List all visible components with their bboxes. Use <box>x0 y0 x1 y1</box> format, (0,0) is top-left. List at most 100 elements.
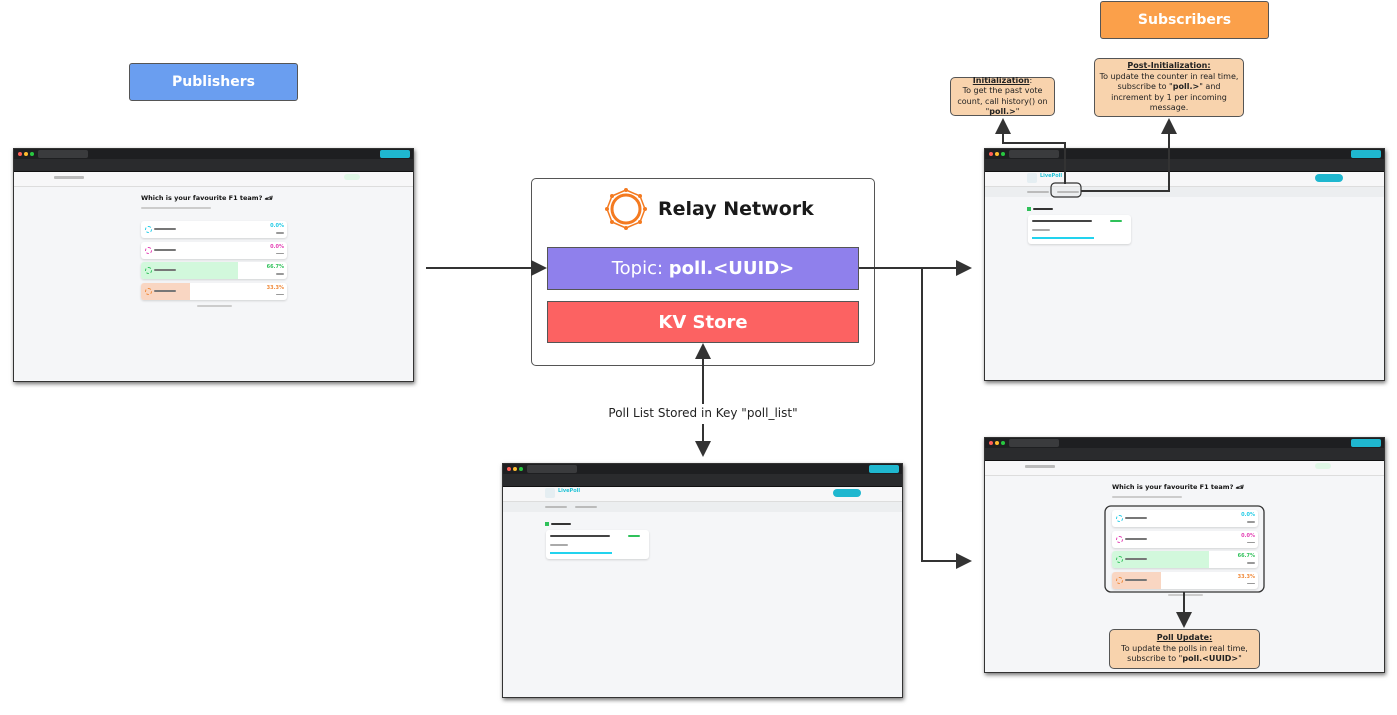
option-percent: 66.7% <box>1237 553 1255 559</box>
address-bar <box>503 474 902 487</box>
live-badge <box>1315 463 1331 469</box>
window-control-icon <box>507 467 511 471</box>
browser-tab <box>38 150 88 158</box>
option-percent: 0.0% <box>1241 532 1255 539</box>
window-control-icon <box>989 152 993 156</box>
window-control-icon <box>1001 441 1005 445</box>
back-link <box>54 176 84 179</box>
footer-text <box>197 305 232 307</box>
initialization-note: Initialization: To get the past vote cou… <box>950 75 1055 116</box>
option-radio-icon <box>1116 515 1123 522</box>
option-label <box>154 289 176 292</box>
poll-update-note: Poll Update: To update the polls in real… <box>1109 629 1260 669</box>
address-bar <box>985 448 1384 461</box>
note-text-end: " <box>1238 654 1242 664</box>
poll-card-title <box>1032 220 1092 222</box>
browser-tab <box>1009 439 1059 447</box>
option-radio-icon <box>145 267 152 274</box>
poll-meta <box>1112 496 1182 498</box>
poll-option: 0.0% <box>141 241 287 259</box>
option-label <box>1125 517 1147 519</box>
live-indicator-icon <box>545 522 549 526</box>
option-label <box>154 248 176 251</box>
window-control-icon <box>995 152 999 156</box>
note-title: Post-Initialization: <box>1127 61 1211 71</box>
tab-polls <box>545 506 567 508</box>
app-name: LivePoll <box>558 488 581 494</box>
option-votes <box>1247 562 1255 564</box>
option-votes <box>276 273 284 275</box>
tab-history <box>1057 191 1079 193</box>
topic-name: poll.<UUID> <box>668 258 795 279</box>
subscribers-header: Subscribers <box>1100 1 1269 39</box>
tab-bar <box>503 502 902 512</box>
browser-tab <box>527 465 577 473</box>
window-control-icon <box>1001 152 1005 156</box>
option-radio-icon <box>145 226 152 233</box>
option-label <box>154 269 176 271</box>
page-header <box>985 461 1384 476</box>
browser-titlebar <box>985 438 1384 448</box>
note-text-end: " <box>1015 107 1020 116</box>
option-label <box>1125 537 1147 540</box>
tab-polls <box>1027 191 1049 193</box>
poll-meta <box>141 207 211 209</box>
note-title: Poll Update: <box>1156 633 1213 643</box>
poll-list-screenshot: LivePoll <box>502 463 903 698</box>
option-radio-icon <box>145 287 152 295</box>
option-votes <box>1247 521 1255 523</box>
back-link <box>1025 465 1055 468</box>
browser-titlebar <box>503 464 902 474</box>
live-indicator-icon <box>1027 207 1031 211</box>
browser-action-button <box>869 465 899 473</box>
app-name: LivePoll <box>1040 173 1063 179</box>
relay-title: Relay Network <box>658 198 814 220</box>
topic-box: Topic: poll.<UUID> <box>547 247 859 290</box>
browser-titlebar <box>985 149 1384 159</box>
section-title <box>1033 208 1053 210</box>
subscriber-list-screenshot: LivePoll <box>984 148 1385 381</box>
option-votes <box>1247 582 1255 584</box>
live-badge <box>344 174 360 180</box>
poll-option: 33.3% <box>141 282 287 300</box>
footer-text <box>1168 594 1203 596</box>
address-bar <box>14 159 413 172</box>
address-bar <box>985 159 1384 172</box>
option-radio-icon <box>1116 535 1123 543</box>
option-percent: 33.3% <box>1237 573 1255 580</box>
window-control-icon <box>989 441 993 445</box>
option-label <box>1125 558 1147 560</box>
option-percent: 0.0% <box>270 243 284 250</box>
browser-action-button <box>1351 150 1381 158</box>
note-topic: poll.<UUID> <box>1182 654 1239 664</box>
window-control-icon <box>24 152 28 156</box>
browser-action-button <box>1351 439 1381 447</box>
poll-progress-bar <box>550 552 612 554</box>
note-text: To get the past vote count, call history… <box>957 86 1048 116</box>
subscriber-bottom-arrow <box>921 268 972 569</box>
option-votes <box>276 232 284 234</box>
note-topic: poll.> <box>1172 82 1200 92</box>
browser-action-button <box>380 150 410 158</box>
relay-logo-icon <box>605 188 647 230</box>
option-votes <box>276 293 284 295</box>
option-votes <box>276 252 284 254</box>
tab-bar <box>985 187 1384 197</box>
poll-option: 66.7% <box>141 262 287 279</box>
poll-question: Which is your favourite F1 team? 🏎 <box>141 194 273 202</box>
note-title: Initialization <box>972 75 1030 85</box>
tab-history <box>575 506 597 508</box>
option-percent: 0.0% <box>270 223 284 229</box>
option-percent: 66.7% <box>266 264 284 270</box>
option-percent: 0.0% <box>1241 512 1255 518</box>
new-poll-button <box>833 489 861 497</box>
window-control-icon <box>513 467 517 471</box>
poll-card <box>546 530 649 559</box>
window-control-icon <box>18 152 22 156</box>
poll-card-meta <box>1032 229 1050 231</box>
option-radio-icon <box>1116 576 1123 584</box>
section-title <box>551 523 571 525</box>
app-logo-icon <box>545 488 555 498</box>
note-text: To update the polls in real time, subscr… <box>1121 643 1248 664</box>
poll-option: 33.3% <box>1112 571 1258 589</box>
